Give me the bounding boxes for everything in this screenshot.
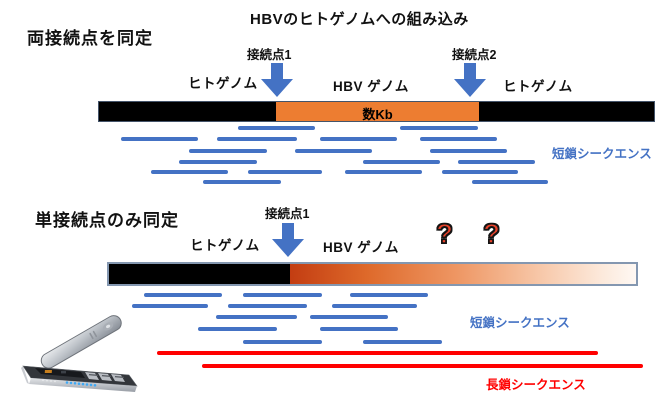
short-read-line (310, 315, 388, 319)
short-read-line (332, 304, 417, 308)
short-read-line (151, 170, 228, 174)
short-read-label-bottom: 短鎖シークエンス (470, 316, 570, 330)
short-read-line (295, 149, 372, 153)
short-read-line (179, 160, 257, 164)
hbv-genome-top-label: HBV ゲノム (333, 79, 409, 94)
long-read-label: 長鎖シークエンス (486, 378, 586, 392)
short-read-line (216, 315, 297, 319)
short-read-line (203, 180, 281, 184)
short-read-line (243, 340, 322, 344)
human-genome-segment (109, 264, 290, 284)
nanopore-sequencer-image (21, 315, 138, 392)
short-read-line (320, 327, 398, 331)
short-read-line (420, 137, 497, 141)
human-genome-right-label: ヒトゲノム (503, 79, 573, 94)
hbv-genome-segment: 数Kb (276, 102, 479, 122)
question-mark-icon: ? (482, 217, 501, 250)
short-read-line (248, 170, 322, 174)
junction1-top-label: 接続点1 (247, 48, 292, 62)
short-read-line (442, 170, 518, 174)
junction2-top-label: 接続点2 (452, 48, 497, 62)
short-read-line (430, 149, 507, 153)
short-read-line (363, 340, 442, 344)
short-read-line (363, 160, 440, 164)
short-read-line (189, 149, 267, 153)
short-read-line (400, 126, 478, 130)
short-read-line (320, 137, 397, 141)
long-read-line (202, 364, 643, 368)
section-bottom-heading: 単接続点のみ同定 (35, 211, 179, 230)
short-read-line (228, 304, 307, 308)
down-arrow-icon (272, 223, 304, 257)
short-read-line (198, 327, 277, 331)
short-read-line (345, 170, 422, 174)
short-read-line (350, 293, 428, 297)
insert-size-label: 数Kb (362, 107, 393, 122)
short-read-line (144, 293, 222, 297)
hbv-genome-bottom-label: HBV ゲノム (323, 240, 399, 255)
short-read-line (238, 126, 315, 130)
short-read-line (121, 137, 198, 141)
short-read-label-top: 短鎖シークエンス (552, 147, 652, 161)
down-arrow-icon (261, 63, 293, 97)
genome-bar-bottom (107, 262, 638, 286)
short-read-line (472, 180, 548, 184)
question-mark-icon: ? (435, 217, 454, 250)
human-genome-segment (99, 102, 276, 121)
short-read-line (217, 137, 297, 141)
genome-bar-top: 数Kb (98, 101, 655, 122)
down-arrow-icon (454, 63, 486, 97)
junction1-bottom-label: 接続点1 (265, 207, 310, 221)
human-genome-segment (479, 102, 654, 121)
diagram-title: HBVのヒトゲノムへの組み込み (250, 11, 469, 28)
short-read-line (458, 160, 535, 164)
short-read-line (243, 293, 322, 297)
human-genome-left-label: ヒトゲノム (188, 76, 258, 91)
short-read-line (132, 304, 208, 308)
hbv-genome-fading-segment (290, 264, 636, 284)
human-genome-bottom-label: ヒトゲノム (190, 238, 260, 253)
section-top-heading: 両接続点を同定 (27, 29, 153, 48)
long-read-line (157, 351, 598, 355)
